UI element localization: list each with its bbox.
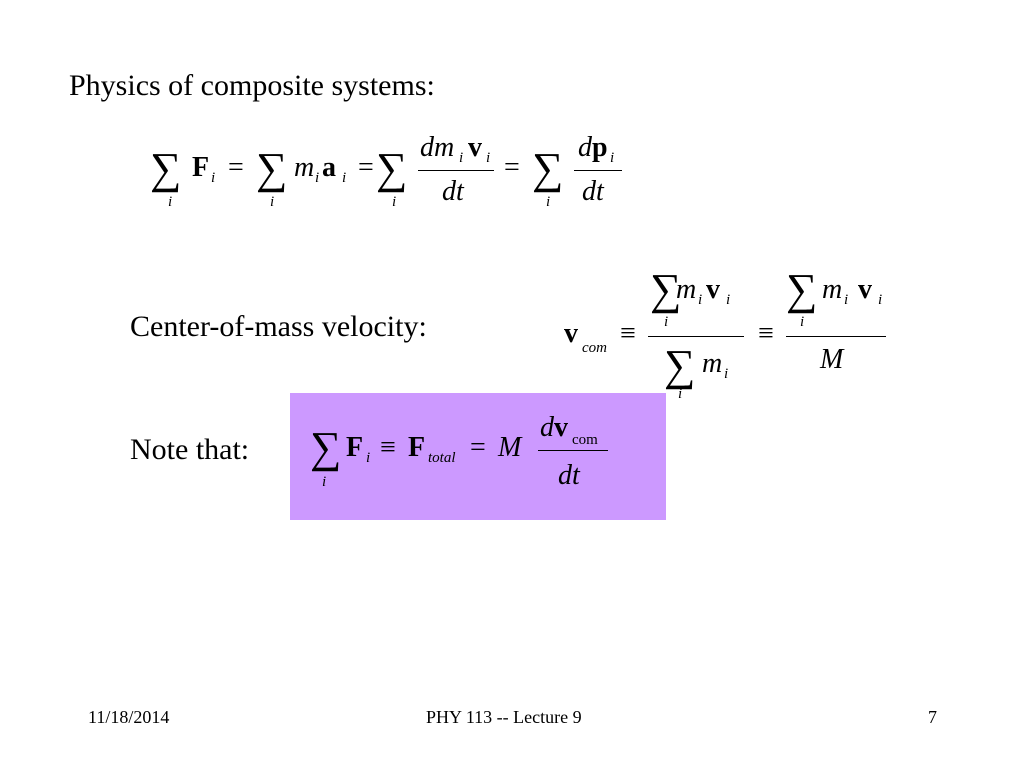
- force-symbol: F: [346, 432, 364, 463]
- equivalence-sign: ≡: [620, 318, 636, 349]
- summation-symbol: ∑: [664, 341, 696, 390]
- fraction-bar: [574, 170, 622, 171]
- momentum-subscript: i: [610, 150, 615, 166]
- com-velocity-label: Center-of-mass velocity:: [130, 310, 427, 343]
- summation-symbol: ∑: [256, 144, 288, 193]
- velocity-symbol: v: [554, 412, 568, 443]
- mass-subscript: i: [698, 292, 703, 308]
- highlight-box: [290, 393, 666, 520]
- summation-symbol: ∑: [786, 265, 818, 314]
- footer-page-number: 7: [928, 707, 937, 727]
- momentum-symbol: p: [592, 132, 608, 163]
- summation-index: i: [270, 194, 275, 210]
- summation-symbol: ∑: [532, 144, 564, 193]
- equals-sign: =: [470, 432, 486, 463]
- fraction-bar: [648, 336, 744, 337]
- slide-heading: Physics of composite systems:: [69, 69, 435, 102]
- summation-index: i: [546, 194, 551, 210]
- summation-index: i: [800, 314, 805, 330]
- total-mass-symbol: M: [498, 432, 522, 463]
- velocity-symbol: v: [564, 318, 578, 349]
- force-symbol: F: [408, 432, 426, 463]
- summation-index: i: [392, 194, 397, 210]
- equation-total-force: ∑ i F i ≡ F total = M d v com dt: [310, 410, 630, 510]
- fraction-bar: [418, 170, 494, 171]
- equals-sign: =: [228, 152, 244, 183]
- note-label: Note that:: [130, 433, 250, 466]
- differential-d: d: [540, 412, 554, 443]
- summation-index: i: [322, 474, 327, 490]
- equation-newton-composite: ∑ i F i = ∑ i m i a i = ∑ i dm i v i dt …: [150, 130, 630, 220]
- summation-symbol: ∑: [376, 144, 408, 193]
- mass-subscript: i: [459, 150, 464, 166]
- summation-index: i: [168, 194, 173, 210]
- acceleration-symbol: a: [322, 152, 336, 183]
- footer-title: PHY 113 -- Lecture 9: [426, 707, 582, 727]
- fraction-numerator-dm: dm: [420, 132, 455, 163]
- summation-index: i: [678, 386, 683, 402]
- mass-subscript: i: [315, 170, 320, 186]
- velocity-symbol: v: [858, 274, 872, 305]
- equivalence-sign: ≡: [380, 432, 396, 463]
- mass-symbol: m: [676, 274, 697, 305]
- force-symbol: F: [192, 152, 210, 183]
- velocity-subscript-com: com: [582, 340, 607, 356]
- footer-date: 11/18/2014: [88, 707, 170, 727]
- fraction-denominator-dt: dt: [582, 176, 604, 207]
- force-subscript: i: [211, 170, 216, 186]
- summation-symbol: ∑: [150, 144, 182, 193]
- velocity-subscript: i: [486, 150, 491, 166]
- velocity-subscript: i: [726, 292, 731, 308]
- equals-sign: =: [358, 152, 374, 183]
- total-mass-symbol: M: [820, 344, 844, 375]
- equals-sign: =: [504, 152, 520, 183]
- mass-subscript: i: [724, 366, 729, 382]
- force-subscript-total: total: [428, 450, 456, 466]
- summation-symbol: ∑: [310, 423, 342, 472]
- mass-symbol: m: [702, 348, 723, 379]
- force-subscript: i: [366, 450, 371, 466]
- velocity-subscript: i: [878, 292, 883, 308]
- velocity-subscript-com: com: [572, 432, 598, 448]
- velocity-symbol: v: [706, 274, 720, 305]
- velocity-symbol: v: [468, 132, 482, 163]
- acceleration-subscript: i: [342, 170, 347, 186]
- mass-symbol: m: [822, 274, 843, 305]
- equivalence-sign: ≡: [758, 318, 774, 349]
- mass-symbol: m: [294, 152, 315, 183]
- fraction-bar: [786, 336, 886, 337]
- equation-com-velocity: v com ≡ ∑ i m i v i ∑ i m i ≡ ∑ i m i v …: [560, 268, 900, 408]
- fraction-bar: [538, 450, 608, 451]
- fraction-denominator-dt: dt: [442, 176, 464, 207]
- mass-subscript: i: [844, 292, 849, 308]
- fraction-denominator-dt: dt: [558, 460, 580, 491]
- summation-index: i: [664, 314, 669, 330]
- differential-d: d: [578, 132, 592, 163]
- summation-symbol: ∑: [650, 265, 682, 314]
